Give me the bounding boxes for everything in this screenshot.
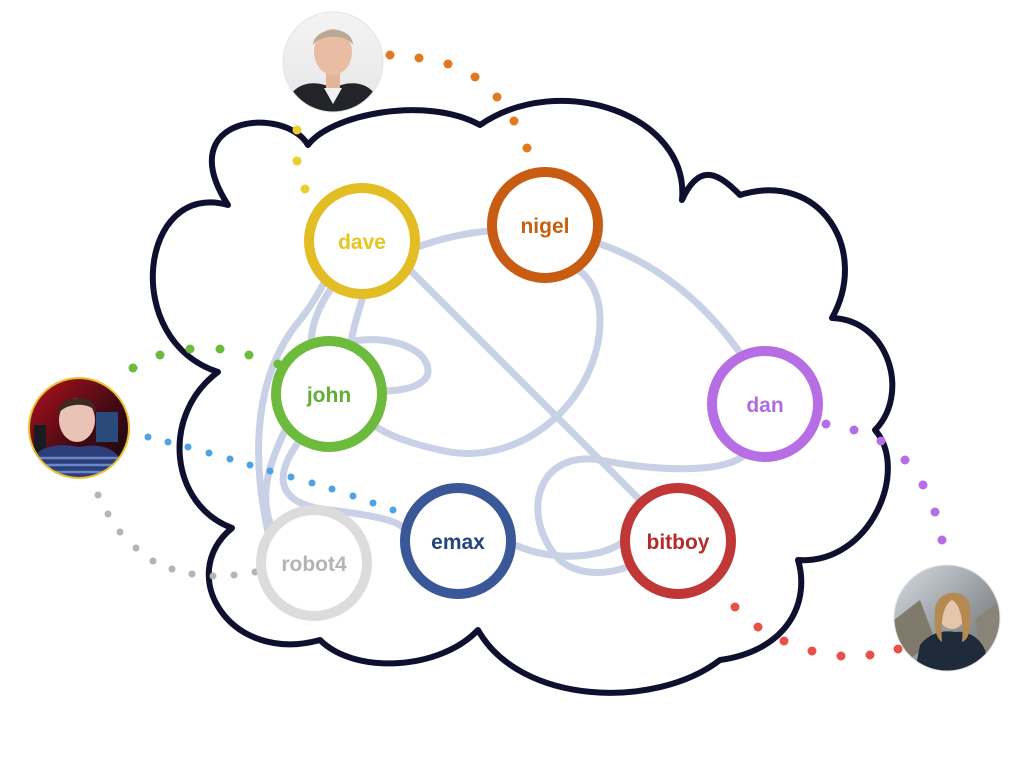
connector-top-nigel <box>385 50 532 153</box>
node-dave: dave <box>304 183 420 299</box>
node-bitboy: bitboy <box>620 483 736 599</box>
link-dan-bitboy-loop <box>534 451 749 576</box>
avatar-person-top <box>282 11 384 113</box>
node-label: john <box>306 384 351 407</box>
avatar-person-bottom-right <box>893 564 1001 672</box>
node-label: emax <box>431 531 485 554</box>
node-ring <box>400 483 516 599</box>
node-ring <box>256 505 372 621</box>
node-label: nigel <box>520 215 569 238</box>
node-label: dan <box>746 394 783 417</box>
node-label: robot4 <box>281 553 347 576</box>
node-label: dave <box>338 231 386 254</box>
connector-left-emax <box>144 433 397 514</box>
node-emax: emax <box>400 483 516 599</box>
link-emax-bitboy <box>511 536 629 560</box>
node-robot4: robot4 <box>256 505 372 621</box>
node-ring <box>304 183 420 299</box>
node-ring <box>487 167 603 283</box>
node-label: bitboy <box>647 531 710 554</box>
person-connectors <box>94 50 947 661</box>
node-ring <box>707 346 823 462</box>
connector-top-dave <box>292 125 310 194</box>
connector-left-robot4 <box>94 491 259 580</box>
node-dan: dan <box>707 346 823 462</box>
node-ring <box>271 336 387 452</box>
node-john: john <box>271 336 387 452</box>
connector-right-dan <box>821 419 947 545</box>
connector-right-bitboy <box>730 602 903 661</box>
connector-left-john <box>128 344 283 373</box>
node-nigel: nigel <box>487 167 603 283</box>
link-dave-bitboy <box>396 256 654 514</box>
node-ring <box>620 483 736 599</box>
link-john-robot4 <box>262 416 294 539</box>
avatar-person-left <box>28 377 130 479</box>
